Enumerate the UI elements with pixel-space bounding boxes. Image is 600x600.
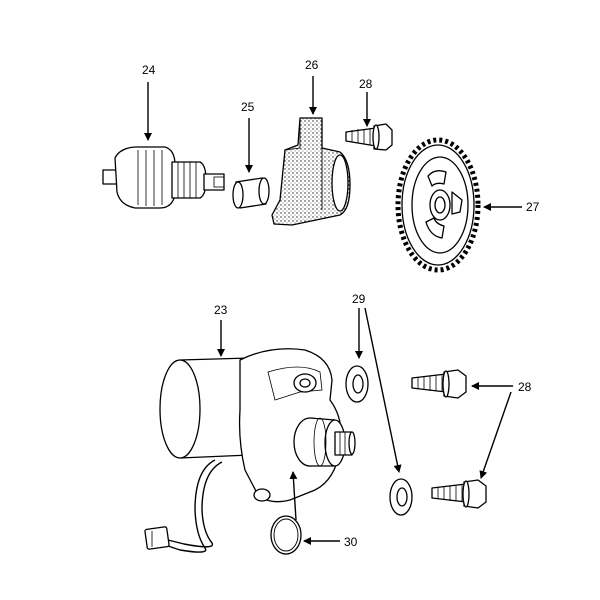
part-24-starter-drive [102,146,225,209]
callout-25: 25 [241,100,255,114]
part-25-bushing [232,177,270,209]
callout-28-top: 28 [359,77,373,91]
callout-26: 26 [305,58,319,72]
callout-labels: 24 25 26 28 27 23 29 28 30 [142,58,540,549]
leader-lines [144,76,522,545]
part-29-washer-lower [389,478,413,516]
callout-30: 30 [344,535,358,549]
part-23-starter-motor [144,348,356,553]
callout-23: 23 [214,303,228,317]
part-29-washer-upper [345,365,369,403]
callout-27: 27 [526,200,540,214]
callout-29: 29 [352,292,366,306]
part-28-bolt-lower-right [431,479,487,509]
callout-24: 24 [142,63,156,77]
part-30-o-ring [270,515,302,555]
part-26-bracket [271,117,351,226]
part-27-starter-gear [395,137,481,273]
part-28-bolt-top [345,123,393,151]
part-28-bolt-upper-right [411,369,467,399]
callout-28-lower: 28 [518,380,532,394]
